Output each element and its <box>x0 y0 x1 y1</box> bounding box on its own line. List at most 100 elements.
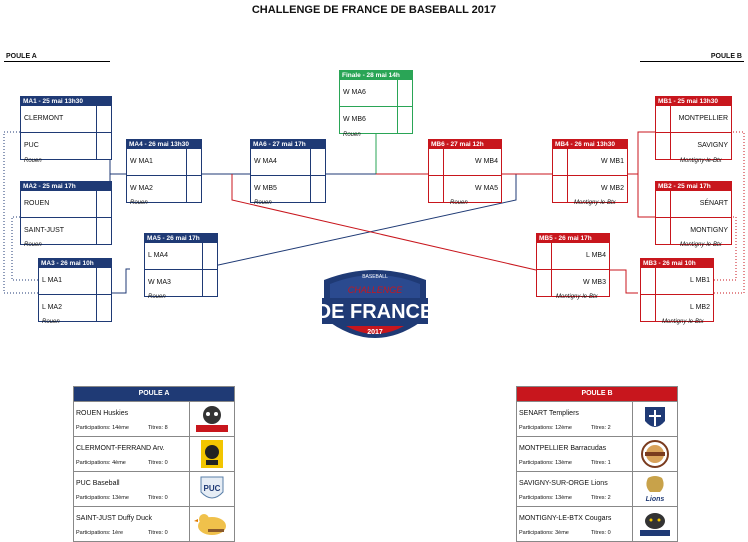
score-cell <box>310 149 325 175</box>
score-cell <box>96 133 111 159</box>
match-location: Rouen <box>254 200 272 206</box>
team-name: ROUEN Huskies <box>76 410 129 417</box>
match-location: Montigny-le-Btx <box>556 294 598 300</box>
team-participations: Participations: 13ème <box>76 495 129 501</box>
team-slot-2: PUC <box>21 132 111 159</box>
team-titles: Titres: 0 <box>591 530 611 536</box>
score-cell <box>202 270 217 296</box>
lions-logo-icon: Lions <box>632 472 677 506</box>
team-name: W MA1 <box>130 158 153 165</box>
page-title: CHALLENGE DE FRANCE DE BASEBALL 2017 <box>251 4 497 16</box>
team-slot-1: L MA1 <box>39 268 111 294</box>
team-slot-1: L MB1 <box>641 268 713 294</box>
team-slot-2: W MB3 <box>537 269 609 296</box>
pool-a-label: POULE A <box>6 53 37 60</box>
duffy-duck-logo-icon <box>189 507 234 541</box>
pool-a-underline <box>4 61 110 62</box>
team-slot-2: SAINT-JUST <box>21 217 111 244</box>
match-location: Montigny-le-Btx <box>680 158 722 164</box>
challenge-de-france-logo: BASEBALL CHALLENGE DE FRANCE 2017 <box>317 270 434 347</box>
team-titles: Titres: 0 <box>148 495 168 501</box>
team-name: W MA4 <box>254 158 277 165</box>
team-titles: Titres: 2 <box>591 425 611 431</box>
match-location: Montigny-le-Btx <box>574 200 616 206</box>
team-slot-2: MONTIGNY <box>656 217 731 244</box>
team-name: MONTIGNY-LE-BTX Cougars <box>519 515 612 522</box>
match-location: Rouen <box>24 158 42 164</box>
team-name: W MB3 <box>583 279 606 286</box>
match-location: Rouen <box>450 200 468 206</box>
score-cell <box>537 270 552 296</box>
team-slot-1: W MA1 <box>127 149 201 175</box>
team-slot-1: SÉNART <box>656 191 731 217</box>
score-cell <box>656 133 671 159</box>
team-titles: Titres: 2 <box>591 495 611 501</box>
team-titles: Titres: 0 <box>148 530 168 536</box>
team-row: CLERMONT-FERRAND Arv. Participations: 4è… <box>74 436 234 471</box>
score-cell <box>186 176 201 202</box>
team-name: SENART Templiers <box>519 410 579 417</box>
match-location: Rouen <box>24 242 42 248</box>
team-participations: Participations: 3ème <box>519 530 569 536</box>
team-name: SÉNART <box>699 200 728 207</box>
team-name: W MB6 <box>343 116 366 123</box>
team-name: L MB1 <box>690 277 710 284</box>
match-mb3: MB3 - 26 mai 10h L MB1 L MB2 <box>640 258 714 322</box>
team-name: L MA1 <box>42 277 62 284</box>
match-location: Rouen <box>343 132 361 138</box>
team-slot-2: L MA2 <box>39 294 111 321</box>
team-name: W MB2 <box>601 185 624 192</box>
team-name: CLERMONT-FERRAND Arv. <box>76 445 165 452</box>
team-slot-2: SAVIGNY <box>656 132 731 159</box>
team-slot-1: L MB4 <box>537 243 609 269</box>
svg-text:Lions: Lions <box>646 496 665 503</box>
score-cell <box>96 268 111 294</box>
team-row: ROUEN Huskies Participations: 14ème Titr… <box>74 401 234 436</box>
team-participations: Participations: 4ème <box>76 460 126 466</box>
team-name: W MB4 <box>475 158 498 165</box>
match-ma6: MA6 - 27 mai 17h W MA4 W MB5 <box>250 139 326 203</box>
huskies-logo-icon <box>189 402 234 436</box>
logo-top-text: BASEBALL <box>362 274 388 280</box>
team-row: SENART Templiers Participations: 12ème T… <box>517 401 677 436</box>
templiers-logo-icon <box>632 402 677 436</box>
match-mb2: MB2 - 25 mai 17h SÉNART MONTIGNY <box>655 181 732 245</box>
team-participations: Participations: 12ème <box>519 425 572 431</box>
team-slot-1: ROUEN <box>21 191 111 217</box>
team-slot-1: W MB1 <box>553 149 627 175</box>
pool-b-label: POULE B <box>710 53 742 60</box>
barracudas-logo-icon <box>632 437 677 471</box>
team-participations: Participations: 13ème <box>519 460 572 466</box>
match-header: Finale - 28 mai 14h <box>340 71 412 80</box>
team-slot-2: W MB5 <box>251 175 325 202</box>
match-mb1: MB1 - 25 mai 13h30 MONTPELLIER SAVIGNY <box>655 96 732 160</box>
score-cell <box>641 295 656 321</box>
score-cell <box>310 176 325 202</box>
score-cell <box>429 176 444 202</box>
team-name: W MA3 <box>148 279 171 286</box>
team-row: MONTPELLIER Barracudas Participations: 1… <box>517 436 677 471</box>
logo-arc-text: CHALLENGE <box>348 285 404 295</box>
team-row: SAINT-JUST Duffy Duck Participations: 1è… <box>74 506 234 541</box>
score-cell <box>553 176 568 202</box>
score-cell <box>96 191 111 217</box>
team-name: W MA5 <box>475 185 498 192</box>
score-cell <box>641 268 656 294</box>
match-mb6: MB6 - 27 mai 12h W MB4 W MA5 <box>428 139 502 203</box>
team-row: MONTIGNY-LE-BTX Cougars Participations: … <box>517 506 677 541</box>
match-header: MA3 - 26 mai 10h <box>39 259 111 268</box>
team-name: PUC <box>24 142 39 149</box>
team-name: SAINT-JUST Duffy Duck <box>76 515 152 522</box>
pool-b-underline <box>640 61 744 62</box>
cougars-logo-icon <box>632 507 677 541</box>
match-location: Rouen <box>148 294 166 300</box>
score-cell <box>537 243 552 269</box>
team-name: L MA4 <box>148 252 168 259</box>
team-slot-1: CLERMONT <box>21 106 111 132</box>
team-name: L MB4 <box>586 252 606 259</box>
match-location: Montigny-le-Btx <box>662 319 704 325</box>
score-cell <box>202 243 217 269</box>
logo-main-text: DE FRANCE <box>317 301 434 323</box>
logo-year-text: 2017 <box>367 329 383 336</box>
pool-b-table: POULE B SENART Templiers Participations:… <box>516 386 678 542</box>
